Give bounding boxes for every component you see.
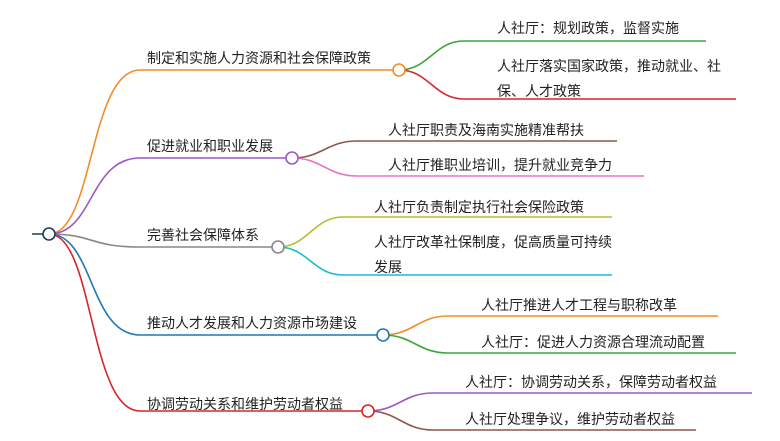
leaf-label-insurance-reform[interactable]: 人社厅改革社保制度，促高质量可持续发展 xyxy=(374,235,612,276)
leaf-connector-policy-1 xyxy=(398,40,706,71)
branch-node-social-security xyxy=(271,240,285,254)
root-node xyxy=(42,227,56,241)
leaf-label-labor-coordination[interactable]: 人社厅：协调劳动关系，保障劳动者权益 xyxy=(465,375,717,391)
leaf-label-talent-projects[interactable]: 人社厅推进人才工程与职称改革 xyxy=(481,298,677,314)
branch-node-talent xyxy=(376,328,390,342)
leaf-connector-employment-1 xyxy=(291,140,617,159)
branch-connector-employment xyxy=(48,157,141,235)
branch-label-employment[interactable]: 促进就业和职业发展 xyxy=(147,139,273,155)
leaf-connector-policy-2 xyxy=(398,69,736,100)
leaf-label-policy-implementation[interactable]: 人社厅落实国家政策，推动就业、社保、人才政策 xyxy=(497,59,721,100)
leaf-connector-social-security-1 xyxy=(277,216,612,248)
branch-node-labor-relations xyxy=(361,404,375,418)
leaf-label-policy-planning[interactable]: 人社厅：规划政策，监督实施 xyxy=(497,21,679,37)
leaf-connector-talent-1 xyxy=(382,315,718,336)
branch-node-employment xyxy=(285,151,299,165)
leaf-connector-social-security-2 xyxy=(277,246,612,276)
branch-connector-talent xyxy=(48,233,141,336)
leaf-connector-labor-relations-2 xyxy=(367,410,696,431)
branch-connector-social-security xyxy=(48,233,141,248)
leaf-label-insurance-policy[interactable]: 人社厅负责制定执行社会保险政策 xyxy=(374,200,584,216)
leaf-label-dispute-handling[interactable]: 人社厅处理争议，维护劳动者权益 xyxy=(465,412,675,428)
leaf-connector-labor-relations-1 xyxy=(367,392,752,412)
leaf-connector-talent-2 xyxy=(382,334,736,354)
branch-label-labor-relations[interactable]: 协调劳动关系和维护劳动者权益 xyxy=(147,397,343,413)
branch-connector-labor-relations xyxy=(48,233,141,412)
leaf-label-resource-flow[interactable]: 人社厅：促进人力资源合理流动配置 xyxy=(481,335,705,351)
leaf-label-vocational-training[interactable]: 人社厅推职业培训，提升就业竞争力 xyxy=(388,158,612,174)
branch-connector-policy xyxy=(48,69,141,235)
leaf-label-employment-assistance[interactable]: 人社厅职责及海南实施精准帮扶 xyxy=(388,123,584,139)
branch-label-talent[interactable]: 推动人才发展和人力资源市场建设 xyxy=(147,316,357,332)
branch-label-social-security[interactable]: 完善社会保障体系 xyxy=(147,228,259,244)
branch-node-policy xyxy=(392,63,406,77)
branch-label-policy[interactable]: 制定和实施人力资源和社会保障政策 xyxy=(147,51,371,67)
leaf-connector-employment-2 xyxy=(291,157,644,177)
